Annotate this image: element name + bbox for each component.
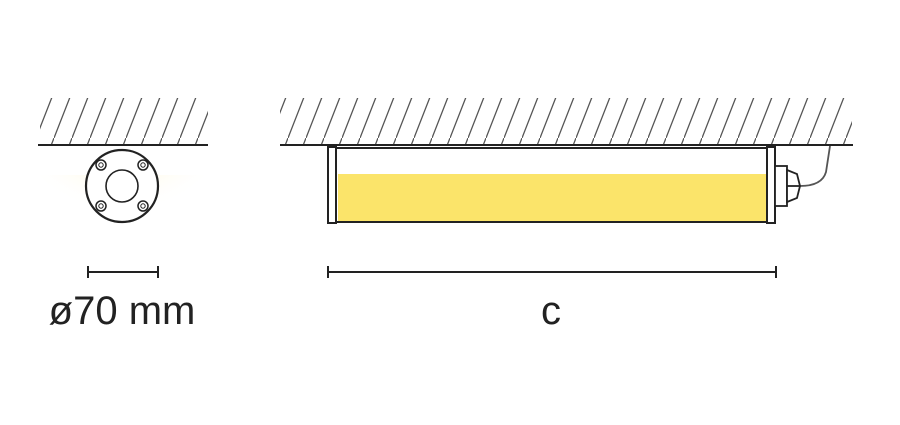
diameter-label: ø70 mm [49,289,196,333]
light-band [338,174,768,221]
side-view: c [280,98,853,333]
cable-gland-icon [774,165,801,207]
screw-icon [95,159,149,212]
length-dimension-line [327,266,777,278]
ceiling-hatch-left [40,98,208,144]
end-view: ø70 mm [32,98,212,333]
ceiling-hatch-right [280,98,852,144]
length-label: c [541,289,561,333]
fixture-center [105,169,139,203]
end-cap-left [327,146,337,224]
cable [799,145,831,187]
end-cap-right [766,146,776,224]
diameter-dimension-line [87,266,159,278]
